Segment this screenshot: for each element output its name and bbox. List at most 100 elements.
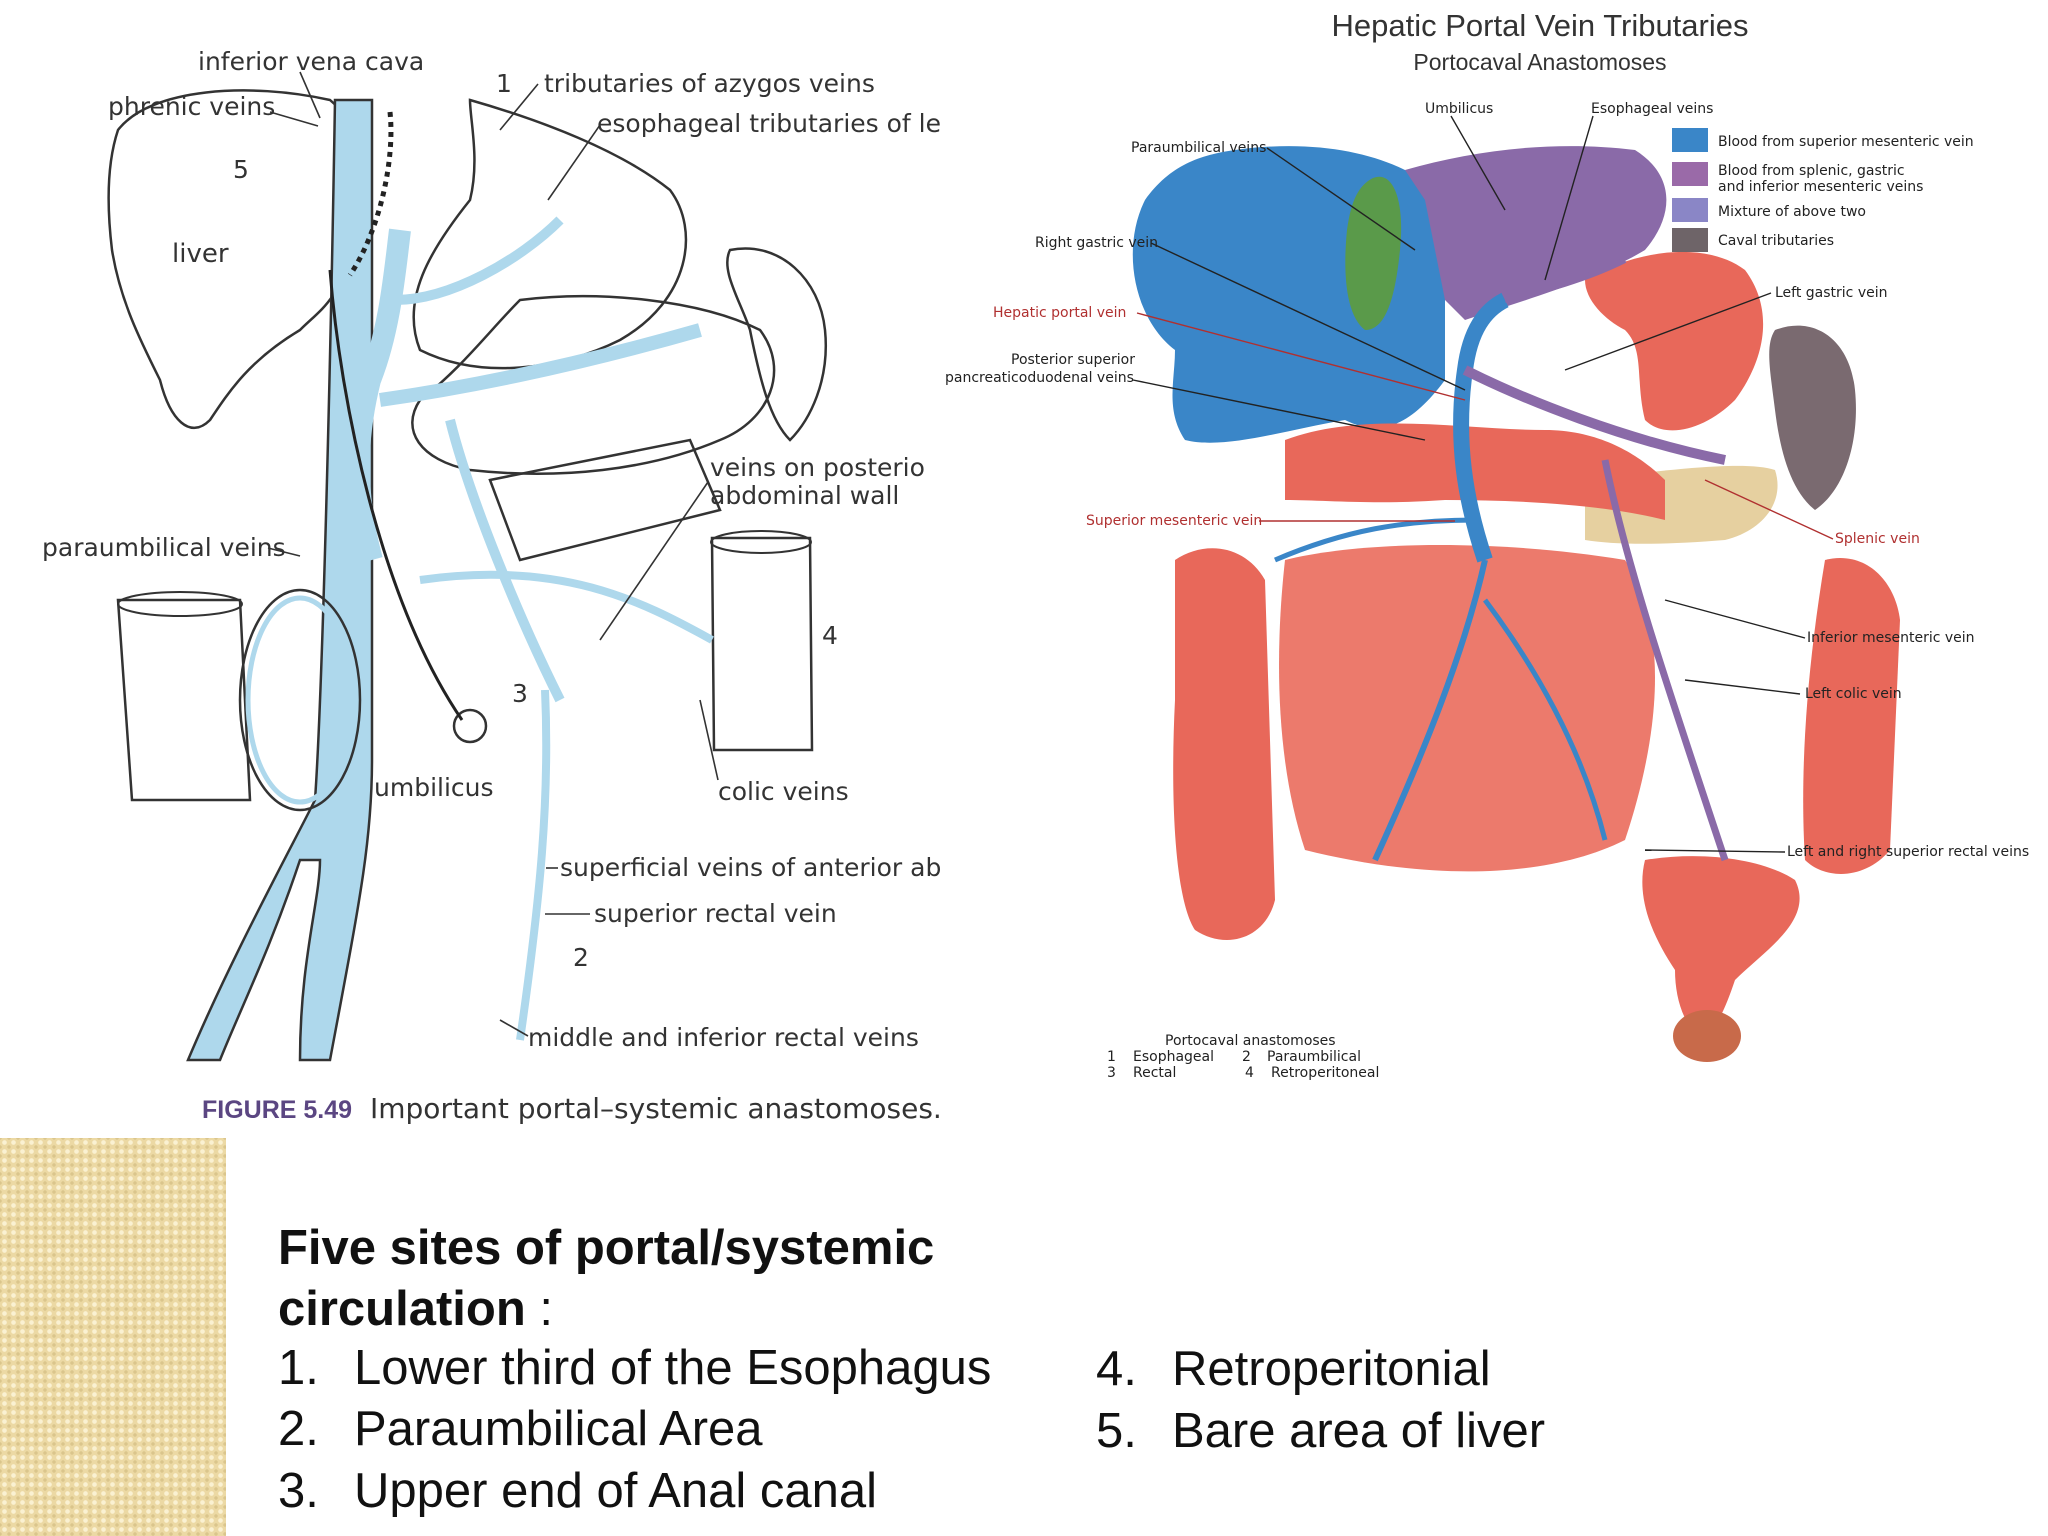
gastric-vein	[394, 216, 564, 305]
list-item-1-num: 1.	[278, 1341, 319, 1395]
anastomoses-key-title: Portocaval anastomoses	[1165, 1033, 1336, 1049]
leader-lines	[267, 71, 719, 1037]
descending-colon	[1803, 558, 1900, 874]
anastomoses-key: Portocaval anastomoses 1 Esophageal 2 Pa…	[1107, 1033, 1379, 1081]
legend-text-2a: Blood from splenic, gastric	[1718, 163, 1905, 179]
label-umbilicus: umbilicus	[374, 773, 494, 802]
key-num-1: 1	[1107, 1049, 1116, 1065]
legend-text-3: Mixture of above two	[1718, 204, 1866, 220]
ascending-colon	[116, 598, 252, 802]
portal-vein	[347, 228, 411, 563]
label-colic-veins: colic veins	[718, 777, 849, 806]
label-number-4: 4	[822, 621, 838, 650]
liver-purple	[1405, 146, 1667, 320]
label-middle-rectal-veins: middle and inferior rectal veins	[528, 1023, 919, 1052]
umbilical-vein-line	[328, 269, 464, 721]
right-leader-lines	[1132, 115, 1834, 853]
portal-vein-tree	[1274, 257, 1729, 862]
list-item-1-text: Lower third of the Esophagus	[354, 1341, 992, 1395]
stomach	[1585, 251, 1764, 431]
descending-colon	[710, 536, 814, 752]
liver-blue	[1132, 146, 1445, 443]
label-phrenic-veins: phrenic veins	[108, 92, 275, 121]
splenic-vein	[379, 323, 702, 407]
spleen-outline	[726, 247, 827, 442]
legend-text-4: Caval tributaries	[1718, 233, 1834, 249]
superior-rectal-vein	[516, 689, 551, 1041]
rlabel-inferior-mesenteric: Inferior mesenteric vein	[1807, 630, 1975, 646]
label-abdominal-wall: abdominal wall	[710, 481, 899, 510]
list-item-3-num: 3.	[278, 1464, 319, 1518]
heading-bold-1: Five sites of portal/systemic	[278, 1221, 935, 1275]
right-figure-subtitle: Portocaval Anastomoses	[1413, 49, 1666, 75]
descending-colon-top	[710, 530, 812, 554]
rlabel-paraumbilical-veins: Paraumbilical veins	[1131, 140, 1266, 156]
label-number-5: 5	[233, 155, 249, 184]
inferior-vena-cava	[186, 98, 374, 1062]
rlabel-splenic: Splenic vein	[1835, 531, 1920, 547]
rlabel-left-gastric: Left gastric vein	[1775, 285, 1888, 301]
list-item-5-text: Bare area of liver	[1172, 1404, 1546, 1458]
bare-area-dotted-line	[347, 111, 394, 277]
legend-swatch-1	[1672, 128, 1708, 152]
rlabel-rectal-veins: Left and right superior rectal veins	[1787, 844, 2029, 860]
label-number-1: 1	[496, 69, 512, 98]
label-superior-rectal-vein: superior rectal vein	[594, 899, 837, 928]
label-esophageal: esophageal tributaries of le	[597, 109, 941, 138]
transverse-colon	[1285, 423, 1665, 520]
rlabel-superior-mesenteric: Superior mesenteric vein	[1086, 513, 1262, 529]
right-figure-title: Hepatic Portal Vein Tributaries	[1332, 8, 1749, 43]
key-num-2: 2	[1242, 1049, 1251, 1065]
rlabel-hepatic-portal: Hepatic portal vein	[993, 305, 1126, 321]
small-intestine	[1279, 545, 1655, 872]
figure-caption-text: Important portal–systemic anastomoses.	[370, 1092, 942, 1125]
label-posterior-veins: veins on posterio	[710, 453, 925, 482]
key-label-1: Esophageal	[1133, 1049, 1214, 1065]
list-item-2-text: Paraumbilical Area	[354, 1402, 763, 1456]
rlabel-right-gastric: Right gastric vein	[1035, 235, 1158, 251]
portal-systemic-line-diagram: inferior vena cava phrenic veins 5 liver…	[42, 47, 942, 1125]
text-panel: Five sites of portal/systemic circulatio…	[226, 1138, 2048, 1536]
heading: Five sites of portal/systemic circulatio…	[278, 1218, 934, 1340]
gallbladder	[1345, 176, 1402, 330]
heading-suffix: :	[525, 1282, 554, 1336]
rlabel-post-superior-1: Posterior superior	[1011, 352, 1135, 368]
label-liver: liver	[172, 239, 229, 269]
key-label-3: Rectal	[1133, 1065, 1176, 1081]
label-number-2: 2	[573, 943, 589, 972]
legend-text-2b: and inferior mesenteric veins	[1718, 179, 1923, 195]
spleen	[1769, 325, 1856, 510]
rlabel-post-superior-2: pancreaticoduodenal veins	[945, 370, 1134, 386]
liver-outline	[107, 89, 352, 429]
legend-swatch-4	[1672, 228, 1708, 252]
legend-swatch-2	[1672, 162, 1708, 186]
legend-swatch-3	[1672, 198, 1708, 222]
key-num-4: 4	[1245, 1065, 1254, 1081]
legend-text-1: Blood from superior mesenteric vein	[1718, 134, 1974, 150]
key-label-4: Retroperitoneal	[1271, 1065, 1379, 1081]
umbilicus-circle	[452, 708, 488, 744]
rlabel-esophageal-veins: Esophageal veins	[1591, 101, 1713, 117]
list-item-3-text: Upper end of Anal canal	[354, 1464, 878, 1518]
heading-bold-2: circulation	[278, 1282, 526, 1336]
label-azygos: tributaries of azygos veins	[544, 69, 875, 98]
label-number-3: 3	[512, 679, 528, 708]
decorative-pattern-strip	[0, 1138, 226, 1536]
colic-branch	[419, 570, 714, 644]
list-item-5-num: 5.	[1096, 1404, 1137, 1458]
paraumbilical-loop-inner	[245, 595, 355, 805]
ascending-colon-top	[117, 591, 243, 617]
color-legend: Blood from superior mesenteric vein Bloo…	[1672, 128, 1974, 252]
anal-canal	[1673, 1010, 1741, 1062]
label-superficial-veins: superficial veins of anterior ab	[560, 853, 941, 882]
list-item-4-num: 4.	[1096, 1342, 1137, 1396]
list-item-4-text: Retroperitonial	[1172, 1342, 1491, 1396]
inferior-mesenteric-vein	[445, 418, 565, 703]
hepatic-portal-illustration: Hepatic Portal Vein Tributaries Portocav…	[945, 8, 2029, 1081]
rlabel-umbilicus: Umbilicus	[1425, 101, 1493, 117]
key-label-2: Paraumbilical	[1267, 1049, 1361, 1065]
list-item-2-num: 2.	[278, 1402, 319, 1456]
rlabel-left-colic: Left colic vein	[1805, 686, 1902, 702]
ascending-colon	[1173, 548, 1275, 940]
sigmoid-rectum	[1642, 856, 1800, 1040]
